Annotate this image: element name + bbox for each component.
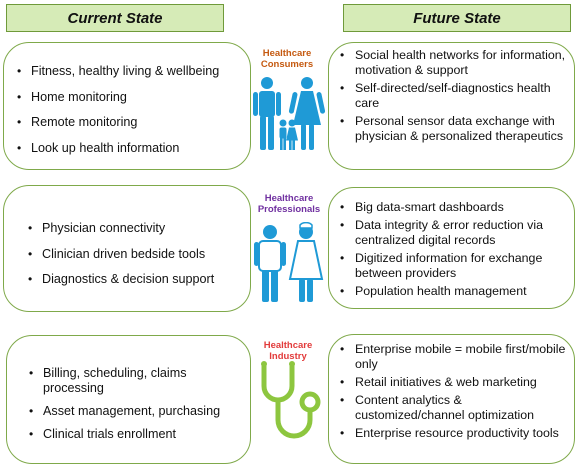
category-label-consumers: Healthcare Consumers [247, 48, 327, 70]
list-item: Home monitoring [17, 90, 219, 106]
list-item: Remote monitoring [17, 115, 219, 131]
list-item: Digitized information for exchange betwe… [340, 251, 571, 281]
category-label-industry: Healthcare Industry [248, 340, 328, 362]
list-item: Personal sensor data exchange with physi… [340, 114, 571, 144]
industry-future-list: Enterprise mobile = mobile first/mobile … [340, 342, 571, 444]
list-item: Retail initiatives & web marketing [340, 375, 571, 390]
professionals-future-panel: Big data-smart dashboards Data integrity… [328, 187, 575, 309]
category-label-line: Consumers [260, 59, 314, 70]
list-item: Enterprise mobile = mobile first/mobile … [340, 342, 571, 372]
consumers-future-list: Social health networks for information, … [340, 48, 571, 147]
category-label-professionals: Healthcare Professionals [249, 193, 329, 215]
professionals-current-panel: Physician connectivity Clinician driven … [3, 185, 251, 312]
stethoscope-icon [254, 360, 324, 458]
list-item: Clinical trials enrollment [29, 427, 243, 442]
list-item: Asset management, purchasing [29, 404, 243, 419]
category-label-line: Professionals [257, 204, 321, 215]
list-item: Big data-smart dashboards [340, 200, 571, 215]
current-state-header: Current State [6, 4, 224, 32]
industry-current-list: Billing, scheduling, claims processing A… [29, 366, 243, 450]
list-item: Population health management [340, 284, 571, 299]
consumers-future-panel: Social health networks for information, … [328, 42, 575, 170]
category-label-line: Healthcare [263, 340, 313, 351]
future-state-header: Future State [343, 4, 571, 32]
consumers-current-list: Fitness, healthy living & wellbeing Home… [17, 64, 219, 166]
industry-current-panel: Billing, scheduling, claims processing A… [6, 335, 251, 464]
category-label-line: Healthcare [264, 193, 314, 204]
category-label-line: Industry [269, 351, 307, 362]
list-item: Diagnostics & decision support [28, 272, 214, 288]
list-item: Enterprise resource productivity tools [340, 426, 571, 441]
professionals-future-list: Big data-smart dashboards Data integrity… [340, 200, 571, 302]
consumers-current-panel: Fitness, healthy living & wellbeing Home… [3, 42, 251, 170]
list-item: Clinician driven bedside tools [28, 247, 214, 263]
industry-future-panel: Enterprise mobile = mobile first/mobile … [328, 334, 575, 464]
category-label-line: Healthcare [262, 48, 312, 59]
family-icon [247, 74, 327, 154]
list-item: Content analytics & customized/channel o… [340, 393, 571, 423]
list-item: Fitness, healthy living & wellbeing [17, 64, 219, 80]
list-item: Billing, scheduling, claims processing [29, 366, 243, 396]
list-item: Self-directed/self-diagnostics health ca… [340, 81, 571, 111]
list-item: Data integrity & error reduction via cen… [340, 218, 571, 248]
list-item: Look up health information [17, 141, 219, 157]
professionals-current-list: Physician connectivity Clinician driven … [28, 221, 214, 298]
list-item: Social health networks for information, … [340, 48, 571, 78]
doctors-icon [252, 221, 324, 304]
list-item: Physician connectivity [28, 221, 214, 237]
